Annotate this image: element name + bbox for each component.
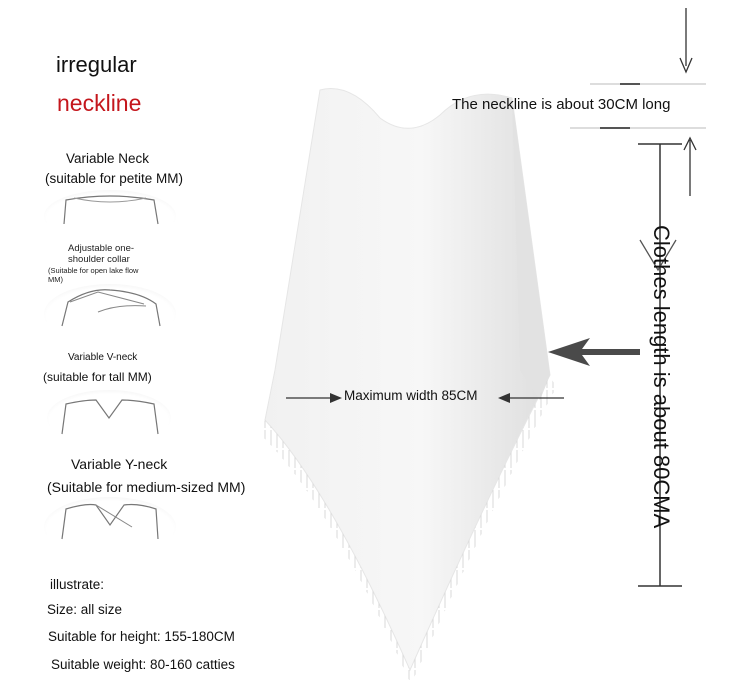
one-shoulder-illustration <box>44 284 176 344</box>
length-measure-bar <box>638 143 682 587</box>
neckline-measurement-label: The neckline is about 30CM long <box>452 96 671 113</box>
style-v-neck-note: (suitable for tall MM) <box>43 370 152 384</box>
style-y-neck-note: (Suitable for medium-sized MM) <box>47 479 246 495</box>
poncho-garment-illustration <box>260 88 556 680</box>
length-measurement-label: Clothes length is about 80CMA <box>649 225 674 529</box>
width-left-arrow <box>286 393 342 403</box>
style-y-neck-name: Variable Y-neck <box>71 456 168 472</box>
style-one-shoulder-note-2: MM) <box>48 275 63 284</box>
top-down-arrow <box>679 8 693 74</box>
y-neck-illustration <box>44 497 176 557</box>
style-variable-neck-name: Variable Neck <box>66 151 150 166</box>
bottom-up-arrow <box>683 136 697 196</box>
info-height: Suitable for height: 155-180CM <box>48 629 235 644</box>
style-v-neck-name: Variable V-neck <box>68 352 138 363</box>
width-measurement-label: Maximum width 85CM <box>344 388 478 403</box>
style-one-shoulder-name-2: shoulder collar <box>68 254 130 265</box>
info-heading: illustrate: <box>50 577 105 592</box>
big-left-arrow <box>548 338 640 366</box>
heading-irregular: irregular <box>56 52 137 77</box>
v-neck-illustration <box>47 390 171 446</box>
neckline-guide-lines <box>570 83 706 129</box>
info-size: Size: all size <box>47 602 123 617</box>
heading-neckline: neckline <box>57 90 142 116</box>
info-weight: Suitable weight: 80-160 catties <box>51 657 235 672</box>
style-one-shoulder-name-1: Adjustable one- <box>68 243 135 254</box>
width-right-arrow <box>498 393 564 403</box>
variable-neck-illustration <box>44 190 176 242</box>
style-variable-neck-note: (suitable for petite MM) <box>45 171 184 186</box>
style-one-shoulder-note-1: (Suitable for open lake flow <box>48 266 139 275</box>
